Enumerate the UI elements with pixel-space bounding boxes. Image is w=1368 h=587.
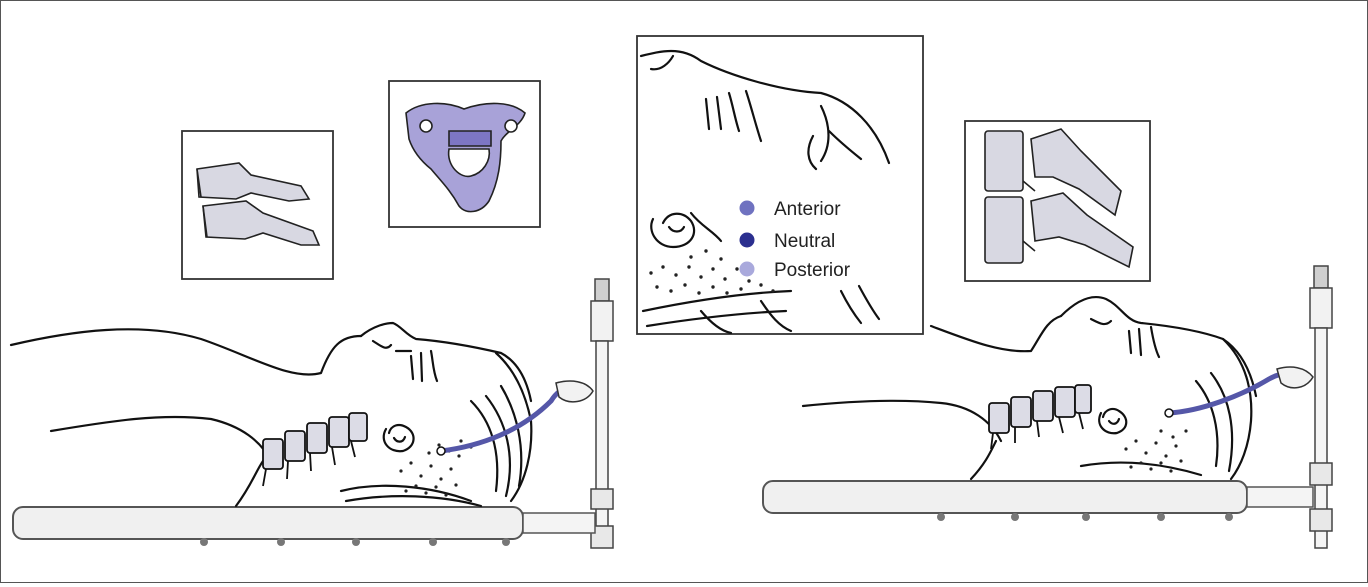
- legend-swatch-posterior: [740, 262, 755, 277]
- legend-swatch-neutral: [740, 233, 755, 248]
- left-patient: [11, 323, 531, 506]
- left-cervical-spine: [263, 413, 367, 486]
- right-cervical-spine: [989, 385, 1091, 449]
- legend-label-anterior: Anterior: [774, 199, 841, 220]
- inset-head-detail: Anterior Neutral Posterior: [637, 36, 923, 334]
- legend-label-posterior: Posterior: [774, 260, 851, 281]
- inset-lateral-vertebrae: [182, 131, 333, 279]
- left-table-bar: [13, 507, 595, 546]
- legend-swatch-anterior: [740, 201, 755, 216]
- left-scene: [11, 279, 613, 548]
- right-table-bar: [763, 481, 1313, 521]
- inset-axial-vertebra: [389, 81, 540, 227]
- left-head-post: [591, 279, 613, 548]
- inset-lateral-spine-right: [965, 121, 1150, 281]
- legend-label-neutral: Neutral: [774, 231, 835, 252]
- right-traction-band: [1165, 367, 1313, 417]
